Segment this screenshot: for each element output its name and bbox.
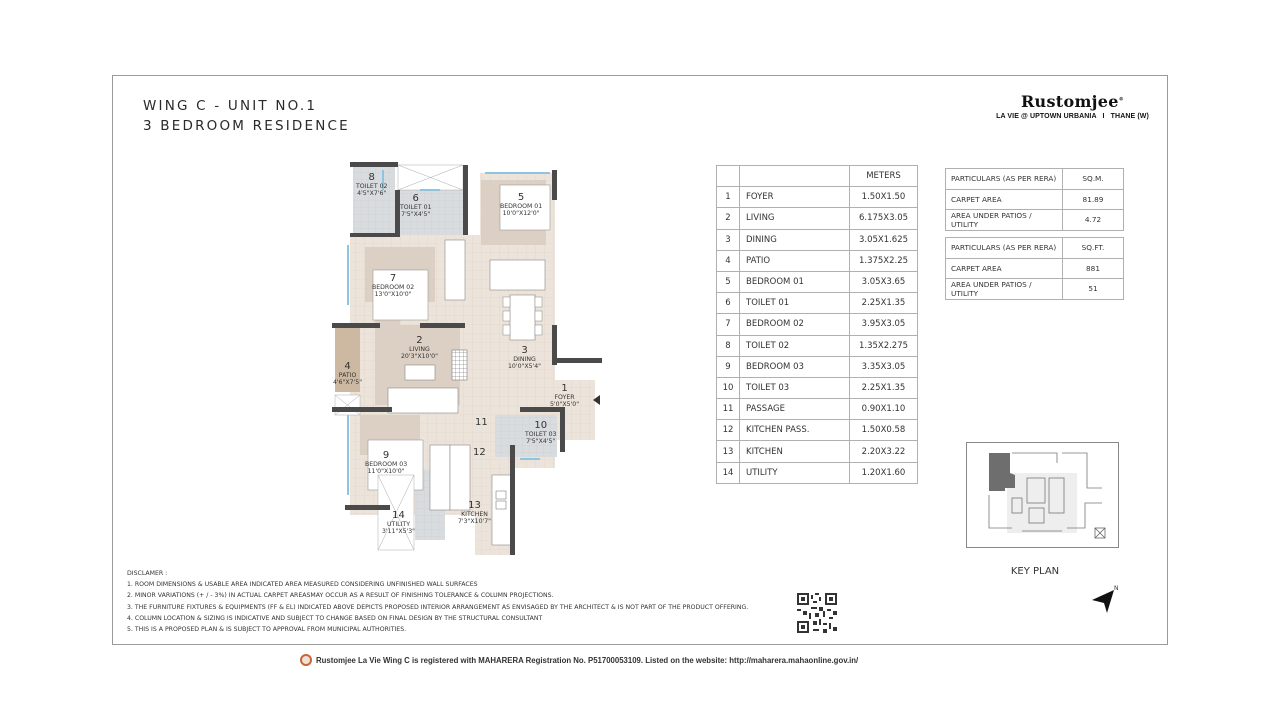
north-arrow-icon: N bbox=[1090, 582, 1124, 616]
rera-registration-text: Rustomjee La Vie Wing C is registered wi… bbox=[316, 655, 859, 665]
disclaimer-item: 4. COLUMN LOCATION & SIZING IS INDICATIV… bbox=[127, 614, 543, 622]
table-header-row: PARTICULARS (AS PER RERA)SQ.M. bbox=[945, 168, 1124, 190]
disclaimer-item: 2. MINOR VARIATIONS (+ / - 3%) IN ACTUAL… bbox=[127, 592, 554, 600]
unit-header: METERS bbox=[849, 164, 918, 188]
unit-title-line1: WING C - UNIT NO.1 bbox=[143, 98, 318, 114]
area-sqft-table: PARTICULARS (AS PER RERA)SQ.FT. CARPET A… bbox=[945, 237, 1124, 300]
svg-text:N: N bbox=[1114, 585, 1119, 592]
disclaimer-item: 3. THE FURNITURE FIXTURES & EQUIPMENTS (… bbox=[127, 603, 749, 611]
disclaimer-item: 5. THIS IS A PROPOSED PLAN & IS SUBJECT … bbox=[127, 626, 407, 634]
floor-plan-sheet bbox=[112, 75, 1168, 645]
table-header-row: PARTICULARS (AS PER RERA)SQ.FT. bbox=[945, 237, 1124, 259]
brand-block: Rustomjee® LA VIE @ UPTOWN URBANIA I THA… bbox=[985, 92, 1160, 120]
disclaimer: DISCLAMER : 1. ROOM DIMENSIONS & USABLE … bbox=[127, 568, 748, 635]
unit-title: WING C - UNIT NO.1 3 BEDROOM RESIDENCE bbox=[143, 96, 350, 136]
maharera-logo-icon bbox=[300, 654, 312, 666]
qr-code-icon[interactable] bbox=[797, 593, 837, 633]
key-plan-map bbox=[966, 442, 1119, 548]
disclaimer-heading: DISCLAMER : bbox=[127, 570, 168, 577]
table-header-row: METERS bbox=[716, 164, 918, 188]
room-label-passage: 11 bbox=[475, 417, 488, 428]
brand-subtitle: LA VIE @ UPTOWN URBANIA I THANE (W) bbox=[996, 113, 1149, 120]
room-label-kitchen-passage: 12 bbox=[473, 447, 486, 458]
unit-title-line2: 3 BEDROOM RESIDENCE bbox=[143, 118, 350, 134]
area-sqm-table: PARTICULARS (AS PER RERA)SQ.M. CARPET AR… bbox=[945, 168, 1124, 231]
disclaimer-item: 1. ROOM DIMENSIONS & USABLE AREA INDICAT… bbox=[127, 581, 478, 589]
brand-logo: Rustomjee® bbox=[1020, 92, 1125, 111]
key-plan-svg bbox=[988, 452, 1106, 539]
key-plan-symbol-icon bbox=[1094, 527, 1106, 539]
key-plan-label: KEY PLAN bbox=[1010, 566, 1060, 577]
floor-plan-svg bbox=[332, 162, 602, 555]
rera-footer: Rustomjee La Vie Wing C is registered wi… bbox=[300, 654, 858, 666]
